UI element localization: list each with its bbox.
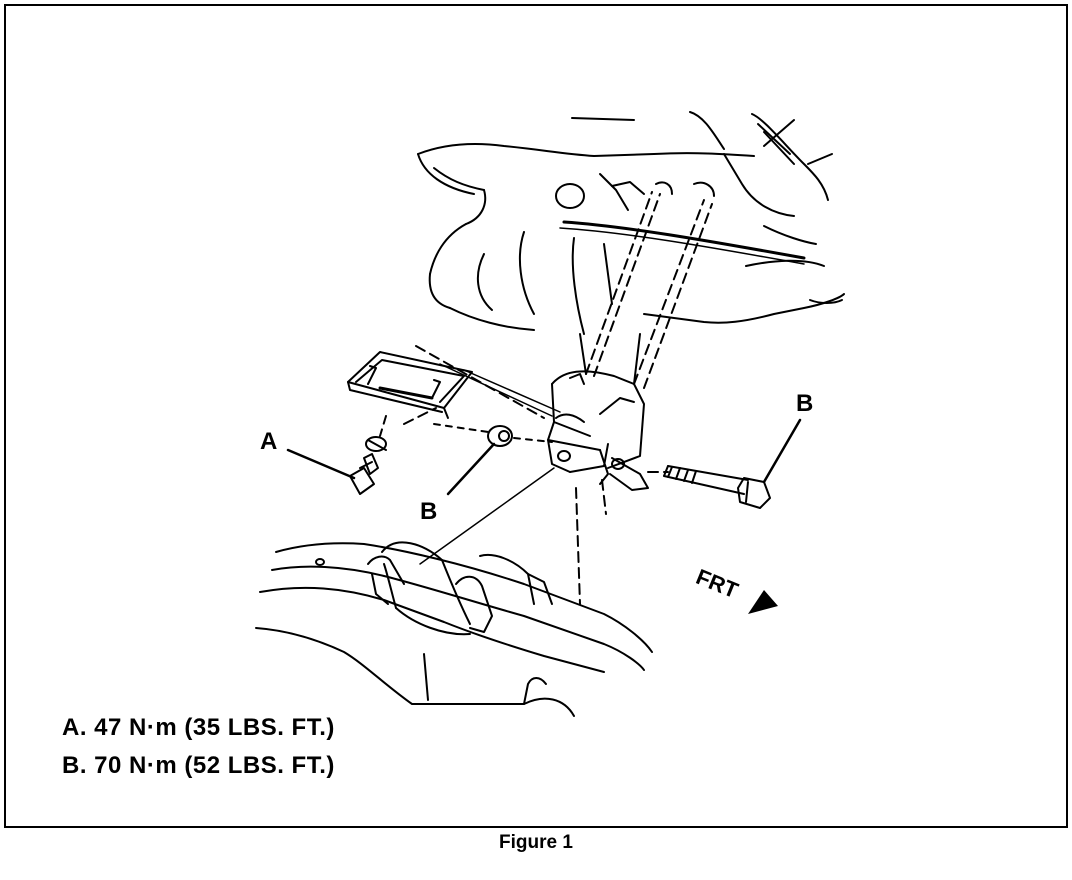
transmission-housing xyxy=(417,111,845,335)
figure-border xyxy=(4,4,1068,828)
leader-b-washer xyxy=(446,442,496,496)
callout-b-washer: B xyxy=(420,498,438,525)
through-bolt-b xyxy=(663,465,771,509)
crossmember xyxy=(255,467,653,717)
leader-b-bolt xyxy=(762,418,802,484)
callout-a: A xyxy=(260,428,278,455)
figure-caption: Figure 1 xyxy=(499,832,573,853)
mounting-studs xyxy=(403,191,713,605)
torque-spec-a: A. 47 N·m (35 LBS. FT.) xyxy=(62,714,335,741)
washer-b xyxy=(433,423,553,447)
diagram-frame: A B B FRT A. 47 N·m (35 LBS. FT.) B. 70 … xyxy=(4,4,1068,828)
callout-b-bolt: B xyxy=(796,390,814,417)
mount-plate xyxy=(347,351,473,419)
front-direction-arrow-icon xyxy=(748,590,778,614)
leader-a xyxy=(286,448,356,480)
exploded-view-drawing xyxy=(4,4,1068,828)
bracket-guide-lines xyxy=(439,363,561,417)
mount-bracket xyxy=(547,333,649,491)
torque-spec-b: B. 70 N·m (52 LBS. FT.) xyxy=(62,752,335,779)
bolt-a xyxy=(349,415,387,495)
